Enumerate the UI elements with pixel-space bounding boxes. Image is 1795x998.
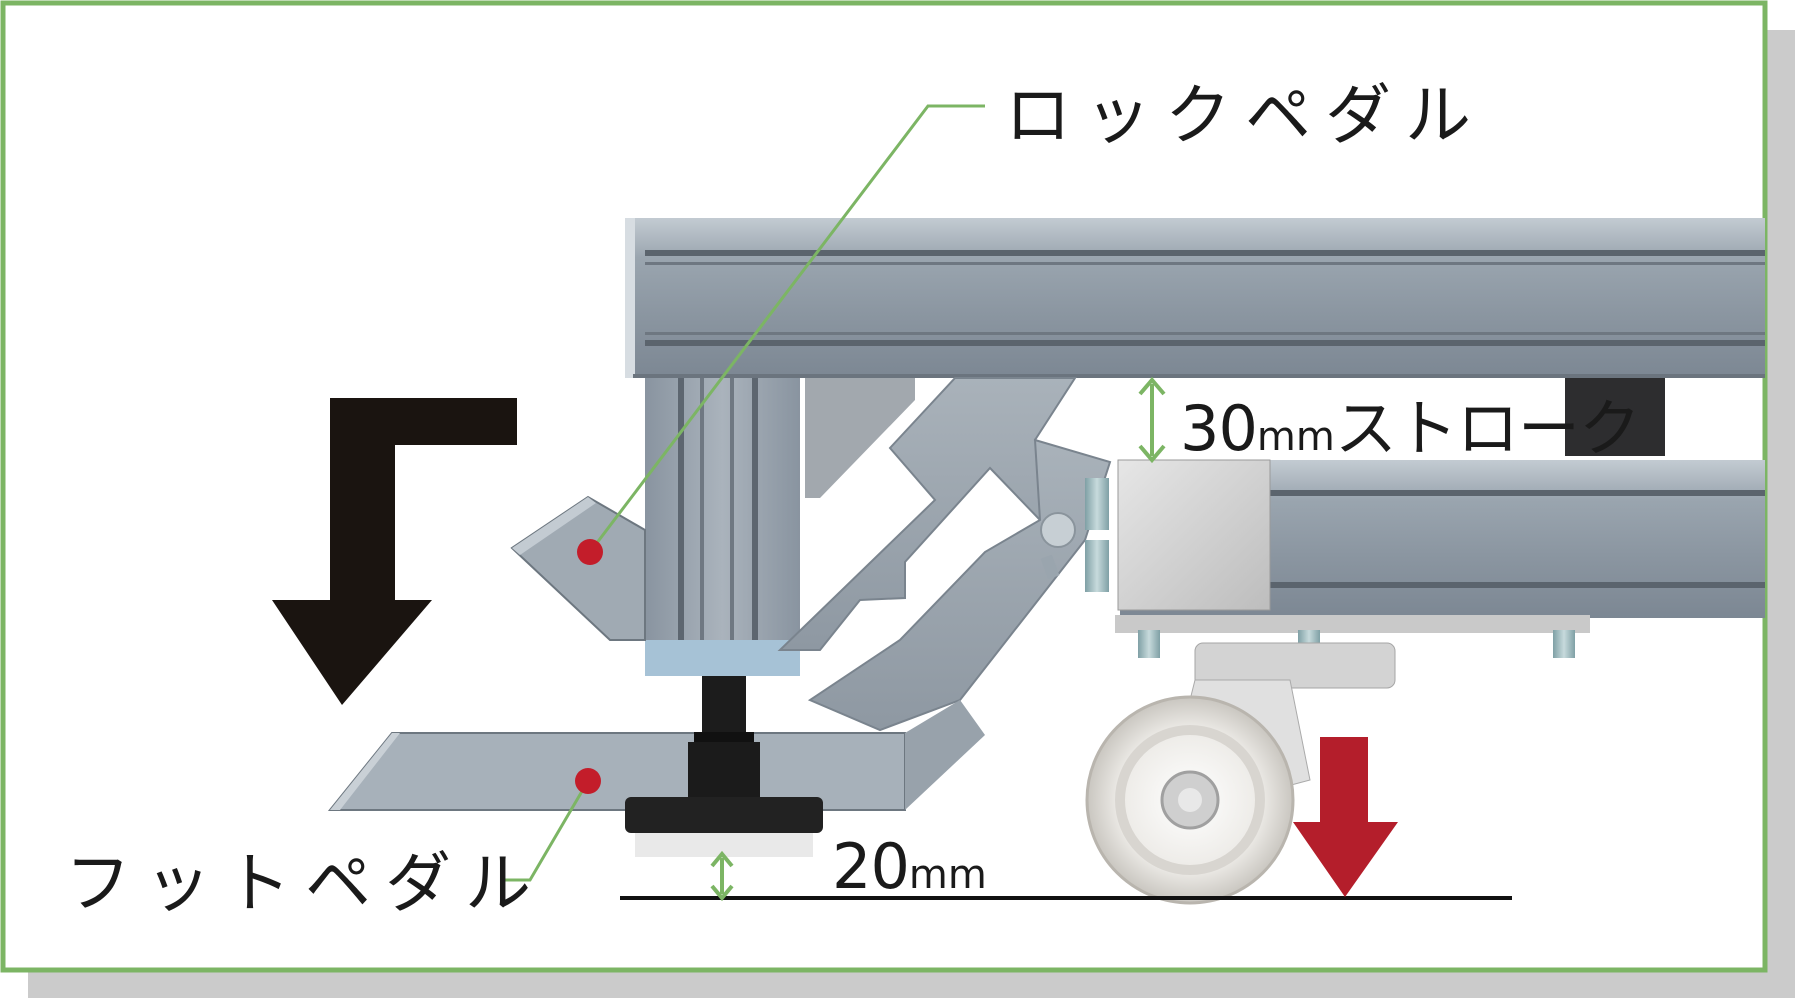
foot-pedal-label: フットペダル	[65, 845, 545, 922]
lock-pedal-leader	[588, 104, 985, 553]
floor-dimension-label: 20mm	[832, 830, 987, 903]
stroke-dimension-arrow	[1138, 376, 1166, 464]
beam-gap-shadow	[1565, 378, 1665, 456]
caster-down-arrow	[1293, 737, 1398, 897]
vertical-post	[645, 378, 800, 676]
lock-pedal-marker	[577, 539, 603, 565]
top-frame-beam	[625, 218, 1765, 378]
floor-value: 20	[832, 830, 910, 903]
mount-bracket	[805, 378, 915, 498]
foot-pedal-marker	[575, 768, 601, 794]
lock-pedal-label: ロックペダル	[1005, 77, 1485, 154]
caster-assembly	[1040, 459, 1765, 905]
leveling-foot	[625, 676, 823, 857]
stroke-suffix: ストローク	[1334, 392, 1641, 465]
press-direction-arrow	[272, 398, 517, 705]
stroke-unit: mm	[1256, 414, 1335, 460]
stroke-dimension-label: 30mmストローク	[1180, 378, 1641, 468]
floor-dimension-arrow	[710, 850, 734, 902]
foot-pedal-leader	[502, 780, 590, 882]
floor-unit: mm	[908, 852, 987, 898]
stroke-value: 30	[1180, 392, 1258, 465]
